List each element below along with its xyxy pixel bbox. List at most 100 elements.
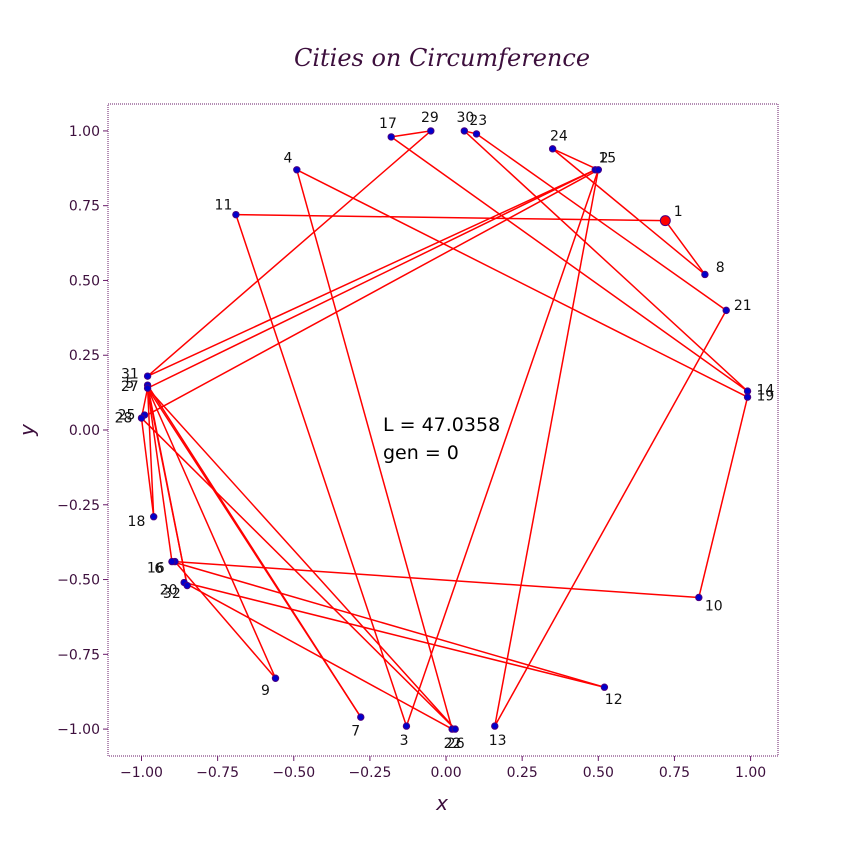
route-segment <box>235 214 408 727</box>
city-label: 30 <box>456 110 474 126</box>
x-tick-label: 0.25 <box>507 765 538 781</box>
route-segment <box>147 169 596 377</box>
route-segment <box>391 130 431 138</box>
route-segment <box>146 384 188 586</box>
city-label: 28 <box>115 410 133 426</box>
city-point <box>743 387 752 395</box>
city-point <box>143 372 152 380</box>
city-label: 3 <box>400 733 409 749</box>
route-segment <box>552 148 706 276</box>
route-segment <box>494 169 600 727</box>
city-point <box>548 145 557 153</box>
city-point <box>472 130 481 138</box>
route-segment <box>476 133 727 311</box>
city-label: 20 <box>160 583 178 599</box>
y-tick-label: 0.75 <box>69 199 100 215</box>
route-segment <box>698 396 749 598</box>
city-label-layer: 1234567891011121314151617181920212223242… <box>115 110 775 752</box>
route-segment <box>174 561 277 679</box>
city-point <box>293 166 301 174</box>
x-tick-label: 0.75 <box>659 765 690 781</box>
city-label: 22 <box>444 736 462 752</box>
city-point <box>695 593 703 602</box>
y-tick-label: 1.00 <box>69 124 100 140</box>
route-segment <box>146 388 173 562</box>
x-tick-label: 0.50 <box>583 765 614 781</box>
city-label: 8 <box>716 260 725 276</box>
city-layer <box>137 127 752 733</box>
city-point <box>743 393 752 401</box>
chart-title: Cities on Circumference <box>294 44 590 72</box>
city-point <box>357 713 365 721</box>
city-point <box>168 557 176 566</box>
city-label: 7 <box>351 724 360 740</box>
route-segment <box>147 169 596 389</box>
city-point <box>387 133 395 141</box>
start-city-point <box>659 215 671 227</box>
city-label: 12 <box>605 692 623 708</box>
city-point <box>594 166 603 174</box>
city-label: 6 <box>154 561 163 577</box>
x-tick-label: −0.25 <box>348 765 391 781</box>
city-point <box>402 722 411 730</box>
city-point <box>149 513 158 521</box>
city-point <box>460 127 469 135</box>
city-label: 13 <box>489 733 507 749</box>
city-label: 4 <box>284 151 293 167</box>
y-axis-label: y <box>15 423 39 437</box>
y-tick-label: −1.00 <box>57 722 100 738</box>
route-segment <box>174 560 699 599</box>
route-segment <box>147 387 456 730</box>
city-label: 11 <box>215 198 233 214</box>
city-label: 17 <box>379 116 397 132</box>
route-segment <box>296 169 748 398</box>
city-label: 10 <box>705 598 723 614</box>
city-point <box>427 127 435 135</box>
city-label: 21 <box>734 298 752 314</box>
city-label: 16 <box>147 561 165 577</box>
y-tick-label: −0.75 <box>57 647 100 663</box>
city-point <box>183 581 191 590</box>
city-point <box>232 210 240 219</box>
route-segment <box>235 213 666 222</box>
city-label: 26 <box>447 736 465 752</box>
city-label: 18 <box>128 514 146 530</box>
route-layer <box>140 130 749 730</box>
route-segment <box>146 387 362 718</box>
city-label: 24 <box>550 129 568 145</box>
city-point <box>451 725 459 733</box>
city-label: 2 <box>600 151 609 167</box>
city-label: 15 <box>598 151 616 167</box>
y-axis-ticks: −1.00−0.75−0.50−0.250.000.250.500.751.00 <box>57 124 108 738</box>
city-label: 31 <box>121 367 139 383</box>
route-segment <box>183 581 605 688</box>
city-label: 19 <box>757 389 775 405</box>
x-tick-label: 0.00 <box>430 765 461 781</box>
y-tick-label: 0.00 <box>69 423 100 439</box>
route-segment <box>140 417 155 517</box>
city-label: 23 <box>469 113 487 129</box>
city-point <box>143 384 152 392</box>
city-label: 27 <box>121 379 139 395</box>
city-point <box>491 722 499 730</box>
route-segment <box>183 581 453 730</box>
city-point <box>600 683 609 691</box>
city-label: 14 <box>756 382 774 398</box>
x-tick-label: −1.00 <box>120 765 163 781</box>
y-tick-label: 0.50 <box>69 273 100 289</box>
route-segment <box>463 130 749 392</box>
y-tick-label: −0.50 <box>57 573 100 589</box>
city-label: 9 <box>261 683 270 699</box>
city-point <box>137 414 146 422</box>
city-point <box>271 674 280 682</box>
route-length-annotation: L = 47.0358 <box>383 414 500 436</box>
route-segment <box>146 388 155 517</box>
x-tick-label: −0.50 <box>272 765 315 781</box>
plot-area: 1234567891011121314151617181920212223242… <box>107 103 779 757</box>
city-point <box>701 270 709 279</box>
generation-annotation: gen = 0 <box>383 442 459 464</box>
route-segment <box>664 220 706 275</box>
route-segment <box>147 130 432 377</box>
